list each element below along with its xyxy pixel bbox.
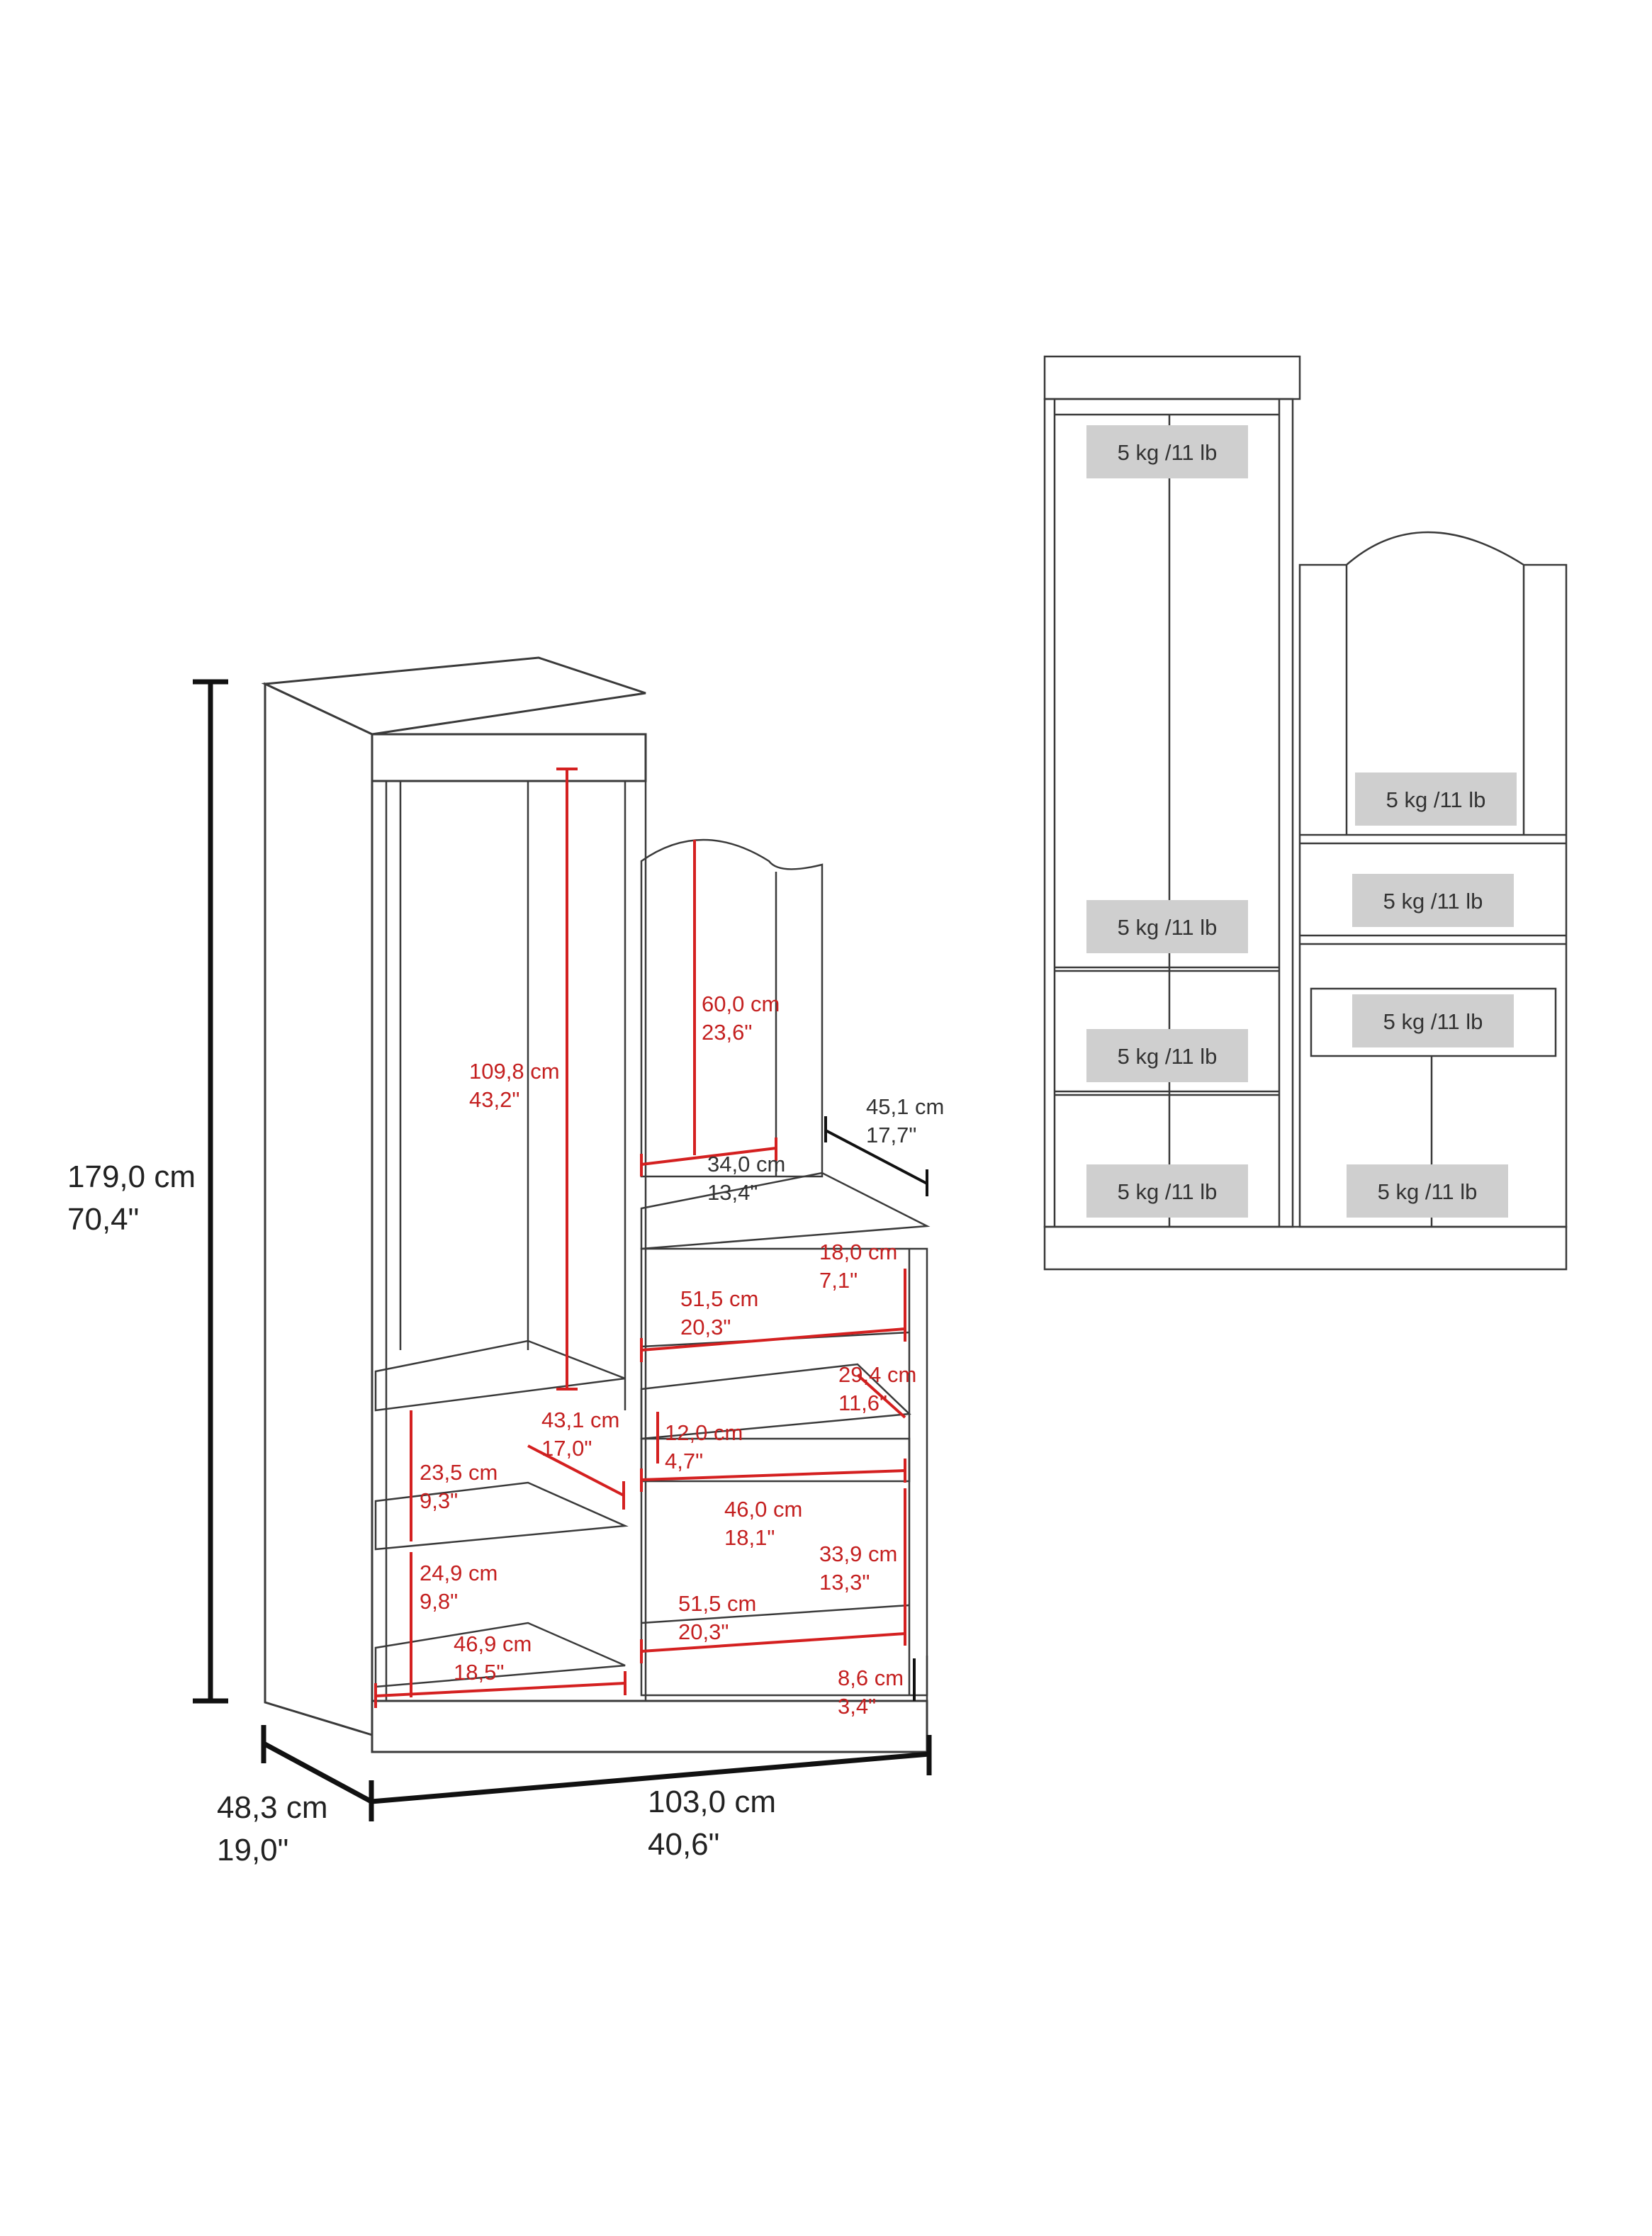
cabinet-base-plinth [371,1700,928,1753]
load-capacity-badges: 5 kg /11 lb 5 kg /11 lb 5 kg /11 lb 5 kg… [1086,425,1517,1218]
capacity-label-hanging-rod: 5 kg /11 lb [1118,440,1218,465]
capacity-label-tall-shelf-1: 5 kg /11 lb [1118,915,1218,940]
dim-109-8-cm: 109,8 cm [469,1059,560,1084]
short-unit-arched-back [640,838,824,1178]
tall-unit-bottom-shelf [374,1622,626,1688]
dim-46-9-in: 18,5" [454,1660,504,1685]
dim-46-9-cm: 46,9 cm [454,1631,532,1656]
front-drawer [1310,987,1557,1057]
height-label-cm: 179,0 cm [67,1159,196,1194]
width-label-inch: 40,6" [648,1827,719,1862]
dim-34-0-cm: 34,0 cm [707,1152,785,1176]
front-tall-top-trim [1043,355,1301,400]
dim-12-0-cm: 12,0 cm [665,1420,743,1445]
capacity-label-lower-cabinet: 5 kg /11 lb [1378,1179,1478,1204]
capacity-label-tall-shelf-2: 5 kg /11 lb [1118,1044,1218,1069]
front-base-plinth [1043,1225,1568,1271]
dim-109-8-in: 43,2" [469,1087,519,1112]
dim-23-5-in: 9,3" [420,1488,458,1513]
dim-60-0-in: 23,6" [702,1020,752,1045]
tall-unit-side-panel [264,682,373,1737]
depth-label-inch: 19,0" [217,1833,288,1867]
front-short-unit-body [1298,531,1568,1228]
dim-18-0-in: 7,1" [819,1268,858,1293]
dim-29-4-cm: 29,4 cm [838,1362,916,1387]
dim-34-0-in: 13,4" [707,1180,758,1205]
dim-46-0-cm: 46,0 cm [724,1497,802,1522]
inner-dimension-lines [374,768,928,1708]
tall-unit-shelf-2 [374,1481,629,1551]
dim-33-9-cm: 33,9 cm [819,1541,897,1566]
short-unit-top-surface [640,1172,931,1250]
width-label-cm: 103,0 cm [648,1785,776,1819]
dim-23-5-cm: 23,5 cm [420,1460,498,1485]
dim-12-0-in: 4,7" [665,1449,703,1473]
dim-43-1-cm: 43,1 cm [541,1408,619,1432]
capacity-label-short-cubby: 5 kg /11 lb [1383,889,1483,914]
short-unit-drawer [640,1363,911,1440]
dim-24-9-cm: 24,9 cm [420,1561,498,1585]
capacity-label-tall-bottom: 5 kg /11 lb [1118,1179,1218,1204]
capacity-label-short-top: 5 kg /11 lb [1386,787,1486,812]
main-dimension-lines [193,679,932,1821]
dim-24-9-in: 9,8" [420,1589,458,1614]
depth-dimension-line [262,1741,373,1804]
height-label-inch: 70,4" [67,1202,139,1237]
cabinet-front-elevation [1043,355,1568,1271]
main-dimension-labels: 179,0 cm 70,4" 103,0 cm 40,6" 48,3 cm 19… [67,1159,776,1867]
dim-33-9-in: 13,3" [819,1570,870,1595]
tall-unit-top-trim [371,733,647,782]
short-unit-drawer-front [640,1437,911,1483]
dim-51-5-upper-cm: 51,5 cm [680,1286,758,1311]
dim-43-1-in: 17,0" [541,1436,592,1461]
dim-45-1-cm: 45,1 cm [866,1094,944,1119]
dim-60-0-cm: 60,0 cm [702,991,780,1016]
capacity-label-drawer: 5 kg /11 lb [1383,1009,1483,1034]
width-dimension-line [371,1751,930,1804]
dim-29-4-in: 11,6" [838,1391,887,1415]
dim-51-5-lower-cm: 51,5 cm [678,1591,756,1616]
tall-unit-front-frame [371,780,647,1702]
dim-18-0-cm: 18,0 cm [819,1240,897,1264]
dim-8-6-in: 3,4" [838,1694,876,1719]
dim-8-6-cm: 8,6 cm [838,1665,904,1690]
cabinet-perspective-drawing [261,656,931,1753]
dim-51-5-upper-in: 20,3" [680,1315,731,1339]
dim-45-1-in: 17,7" [866,1123,916,1147]
depth-label-cm: 48,3 cm [217,1790,328,1825]
dim-46-0-in: 18,1" [724,1525,775,1550]
dim-51-5-lower-in: 20,3" [678,1619,729,1644]
inner-dimension-labels: 109,8 cm 43,2" 60,0 cm 23,6" 45,1 cm 17,… [420,991,944,1719]
tall-unit-shelf-1 [374,1339,626,1412]
